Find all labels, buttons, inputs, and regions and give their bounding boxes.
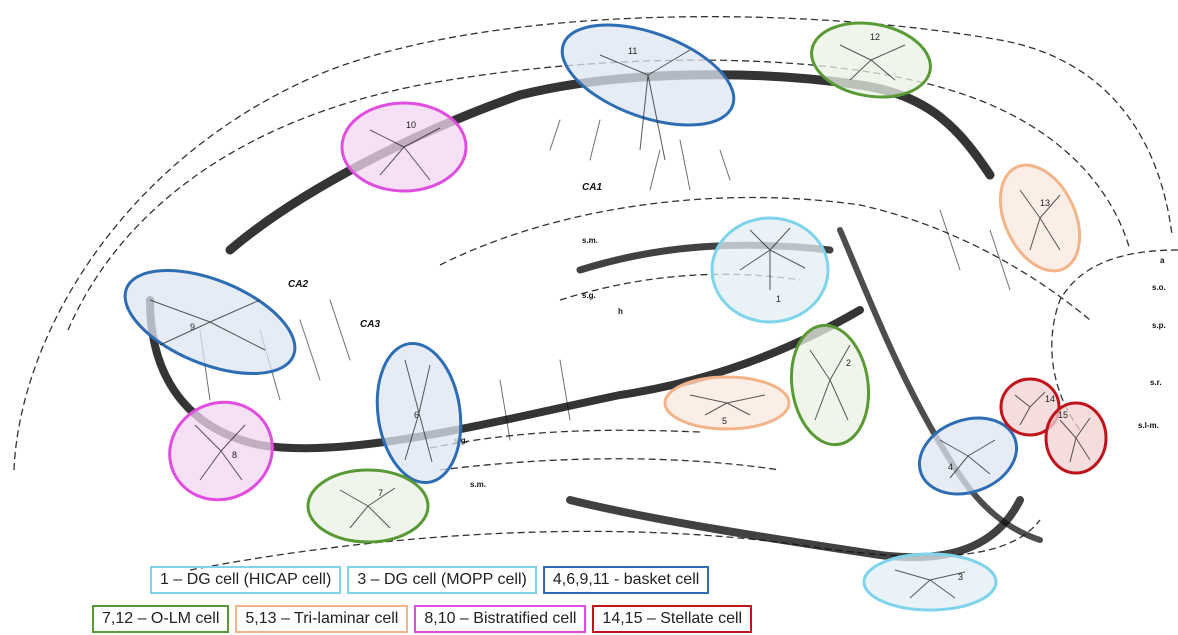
- cell-11-number: 11: [628, 46, 637, 56]
- arbor-15: [1059, 417, 1091, 463]
- legend-bistratified: 8,10 – Bistratified cell: [414, 605, 587, 633]
- cell-2-marker: [789, 323, 871, 447]
- cell-6-number: 6: [414, 410, 419, 420]
- arbor-11: [599, 49, 691, 161]
- ca1-dendrites: [549, 119, 1011, 291]
- arbor-1: [739, 227, 806, 290]
- cell-3-marker: [862, 552, 998, 612]
- region-label-ca3: CA3: [360, 319, 380, 330]
- legend-basket: 4,6,9,11 - basket cell: [542, 566, 710, 594]
- cell-5-number: 5: [722, 416, 727, 426]
- cell-layers: [146, 70, 1043, 562]
- legend-dg-mopp: 3 – DG cell (MOPP cell): [347, 566, 537, 594]
- interneuron-cells: 1 2 3 4 5 6 7: [123, 21, 1108, 612]
- region-label-ca1: CA1: [582, 182, 602, 193]
- arbor-5: [689, 394, 766, 416]
- arbor-6: [404, 359, 433, 463]
- cell-15-number: 15: [1058, 410, 1068, 420]
- granule-band-lower: [566, 496, 1024, 562]
- cell-9-number: 9: [190, 322, 195, 332]
- inner-boundary-2: [439, 196, 1091, 321]
- arbor-14: [1014, 391, 1046, 426]
- right-boundary: [1051, 249, 1178, 431]
- arbor-8: [194, 424, 246, 481]
- legend-stellate: 14,15 – Stellate cell: [592, 605, 753, 633]
- arbor-12: [839, 44, 906, 81]
- legend-row-2: 7,12 – O-LM cell 5,13 – Tri-laminar cell…: [92, 605, 753, 633]
- layer-label-sm-lower: s.m.: [470, 480, 486, 489]
- cell-3-number: 3: [958, 572, 963, 582]
- layer-label-h: h: [618, 307, 623, 316]
- cell-10-number: 10: [406, 120, 416, 130]
- bottom-boundary: [189, 519, 1041, 571]
- layer-label-so: s.o.: [1152, 283, 1166, 292]
- cell-14-number: 14: [1045, 394, 1055, 404]
- layer-label-sm-upper: s.m.: [582, 236, 598, 245]
- arbor-7: [339, 487, 396, 529]
- cell-3: 3: [862, 552, 998, 612]
- arbor-9: [149, 299, 266, 351]
- layer-label-sg-upper: s.g.: [582, 291, 596, 300]
- cell-2-number: 2: [846, 358, 851, 368]
- cell-13-number: 13: [1040, 198, 1050, 208]
- region-label-ca2: CA2: [288, 279, 308, 290]
- arbor-2: [809, 344, 851, 421]
- outer-boundary: [13, 16, 1173, 471]
- arbor-4: [939, 439, 996, 479]
- layer-label-slm: s.l-m.: [1138, 421, 1159, 430]
- arbor-10: [369, 127, 441, 181]
- region-labels: CA1 CA2 CA3: [288, 182, 602, 330]
- layer-label-sr: s.r.: [1150, 378, 1162, 387]
- legend-row-1: 1 – DG cell (HICAP cell) 3 – DG cell (MO…: [150, 566, 710, 594]
- legend-olm: 7,12 – O-LM cell: [92, 605, 230, 633]
- layer-label-a: a: [1160, 256, 1165, 265]
- cell-12-number: 12: [870, 32, 880, 42]
- cell-8-number: 8: [232, 450, 237, 460]
- arbor-13: [1019, 189, 1061, 251]
- legend-dg-hicap: 1 – DG cell (HICAP cell): [150, 566, 342, 594]
- arbor-3: [894, 569, 966, 599]
- cell-7-number: 7: [378, 488, 383, 498]
- cell-1-number: 1: [776, 294, 781, 304]
- inner-boundary-5: [439, 458, 781, 471]
- layer-label-sp: s.p.: [1152, 321, 1166, 330]
- inner-boundary-4: [429, 429, 701, 449]
- neuron-arbors: [149, 44, 1091, 599]
- cell-2: 2: [789, 323, 871, 447]
- cell-4-number: 4: [948, 462, 953, 472]
- legend-tri-laminar: 5,13 – Tri-laminar cell: [235, 605, 409, 633]
